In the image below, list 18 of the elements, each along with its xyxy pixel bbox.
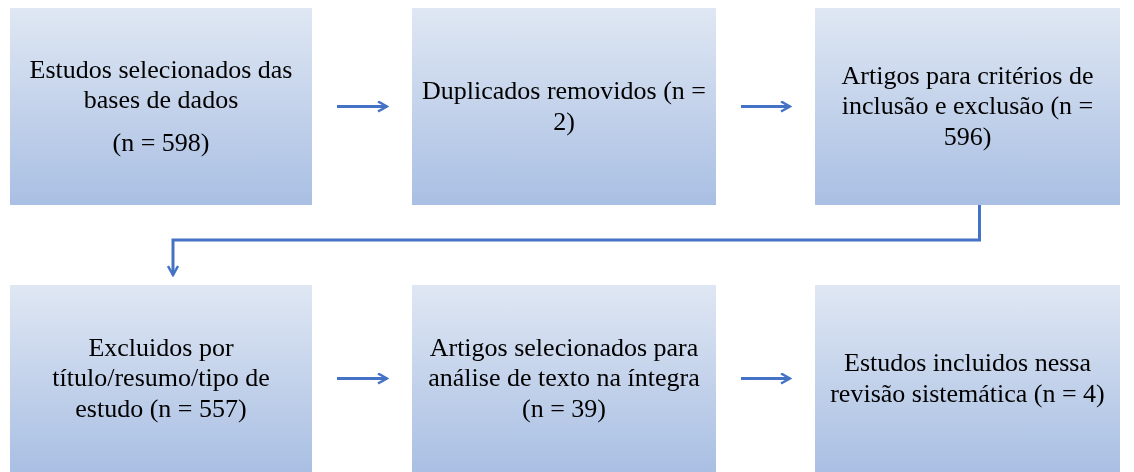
arrow bbox=[741, 372, 792, 385]
process-box bbox=[412, 285, 716, 472]
box-text: Duplicados removidos (n = 2) bbox=[422, 76, 706, 137]
process-box bbox=[412, 8, 716, 205]
arrow bbox=[337, 372, 389, 385]
process-box bbox=[10, 285, 312, 472]
process-box bbox=[815, 285, 1120, 472]
arrow bbox=[337, 100, 389, 113]
box-text: (n = 598) bbox=[112, 127, 210, 159]
process-box bbox=[815, 8, 1120, 205]
box-text: Estudos selecionados das bases de dados bbox=[28, 54, 294, 116]
process-box bbox=[10, 8, 312, 205]
arrow bbox=[741, 100, 792, 113]
arrow bbox=[166, 205, 981, 277]
box-text: Excluidos por título/resumo/tipo de estudo (n = 557) bbox=[51, 332, 271, 425]
box-text: Estudos incluidos nessa revisão sistemática (n = 4) bbox=[829, 348, 1106, 409]
box-text: Artigos selecionados para análise de texto na íntegra (n = 39) bbox=[427, 332, 701, 425]
box-text: Artigos para critérios de inclusão e exclusão (n = 596) bbox=[840, 60, 1095, 153]
